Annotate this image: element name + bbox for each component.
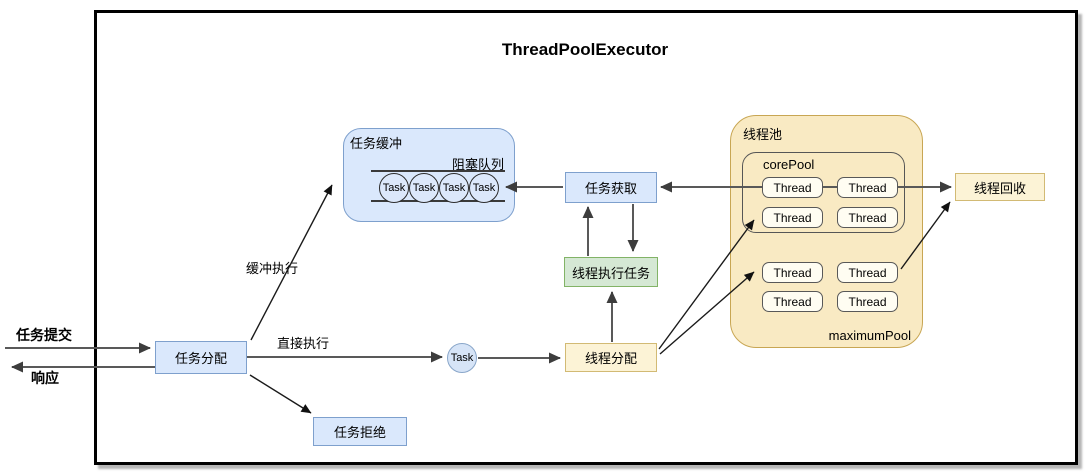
core-pool-container: corePool — [742, 152, 905, 233]
blocking-queue-label: 阻塞队列 — [451, 157, 504, 172]
thread-execute-node: 线程执行任务 — [564, 257, 658, 287]
diagram-title: ThreadPoolExecutor — [501, 40, 669, 59]
task-fetch-node: 任务获取 — [565, 172, 657, 203]
task-dispatch-node: 任务分配 — [155, 341, 247, 374]
queued-task-circle: Task — [439, 173, 469, 203]
thread-pool-label: 线程池 — [743, 127, 783, 142]
submit-label: 任务提交 — [16, 327, 72, 343]
thread-box: Thread — [837, 262, 898, 283]
thread-recycle-node: 线程回收 — [955, 173, 1045, 201]
thread-box: Thread — [762, 262, 823, 283]
thread-dispatch-node: 线程分配 — [565, 343, 657, 372]
task-reject-node: 任务拒绝 — [313, 417, 407, 446]
core-pool-label: corePool — [763, 157, 815, 172]
task-buffer-container: 任务缓冲 阻塞队列 Task Task Task Task — [343, 128, 515, 222]
buffered-exec-edge-label: 缓冲执行 — [246, 261, 299, 276]
thread-box: Thread — [837, 291, 898, 312]
thread-box: Thread — [762, 177, 823, 198]
task-buffer-label: 任务缓冲 — [350, 136, 403, 151]
thread-box: Thread — [837, 177, 898, 198]
queue-bottom-line — [371, 200, 505, 202]
direct-exec-edge-label: 直接执行 — [277, 336, 330, 351]
thread-box: Thread — [762, 207, 823, 228]
queued-task-circle: Task — [469, 173, 499, 203]
thread-pool-container: 线程池 maximumPool — [730, 115, 923, 348]
task-circle: Task — [447, 343, 477, 373]
thread-box: Thread — [762, 291, 823, 312]
maximum-pool-label: maximumPool — [828, 328, 911, 343]
queued-task-circle: Task — [379, 173, 409, 203]
queued-task-circle: Task — [409, 173, 439, 203]
thread-box: Thread — [837, 207, 898, 228]
queue-top-line — [371, 170, 505, 172]
diagram-frame — [94, 10, 1078, 465]
response-label: 响应 — [31, 370, 59, 386]
